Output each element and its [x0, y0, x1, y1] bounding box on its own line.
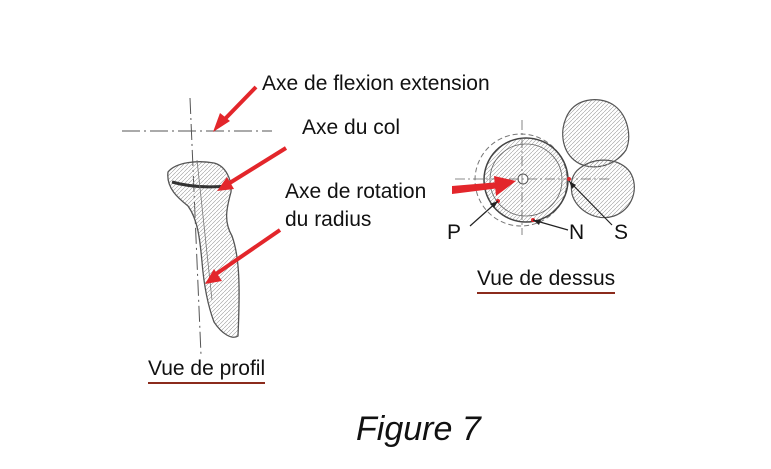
top-view-sketch [455, 99, 635, 235]
pointer-s [568, 180, 613, 226]
ulna-bone-upper [562, 99, 630, 168]
arrow-neck-head [217, 177, 234, 191]
arrow-top-rotation-head [494, 176, 516, 196]
arrow-radius-rotation-shaft [214, 228, 282, 276]
label-point-p: P [447, 221, 462, 244]
figure-title: Figure 7 [356, 410, 481, 448]
caption-top-view: Vue de dessus [477, 267, 616, 294]
label-point-n: N [569, 221, 585, 244]
arrow-neck-shaft [226, 146, 288, 186]
point-s-marker [567, 177, 571, 181]
label-neck-axis: Axe du col [302, 116, 401, 139]
label-rotation-axis-line2: du radius [285, 208, 372, 231]
red-arrows [205, 85, 516, 284]
profile-view-sketch [122, 97, 272, 356]
radius-head-inner-ring [489, 143, 563, 217]
arrow-top-rotation-shaft [452, 182, 500, 194]
pointer-p-head [490, 201, 498, 208]
label-point-s: S [614, 221, 629, 244]
radius-profile-outline [167, 161, 240, 338]
pointer-n-head [533, 220, 541, 225]
ulna-bone-lower [570, 159, 635, 219]
label-rotation-axis-line1: Axe de rotation [285, 180, 427, 203]
arrow-flexion-head [213, 113, 230, 132]
caption-profile-view: Vue de profil [148, 357, 266, 384]
label-flexion-extension-axis: Axe de flexion extension [262, 72, 490, 95]
arrow-radius-rotation-head [205, 269, 222, 284]
profile-vertical-axis [189, 97, 202, 356]
pointer-s-head [569, 181, 576, 189]
arrow-flexion-shaft [220, 85, 258, 124]
